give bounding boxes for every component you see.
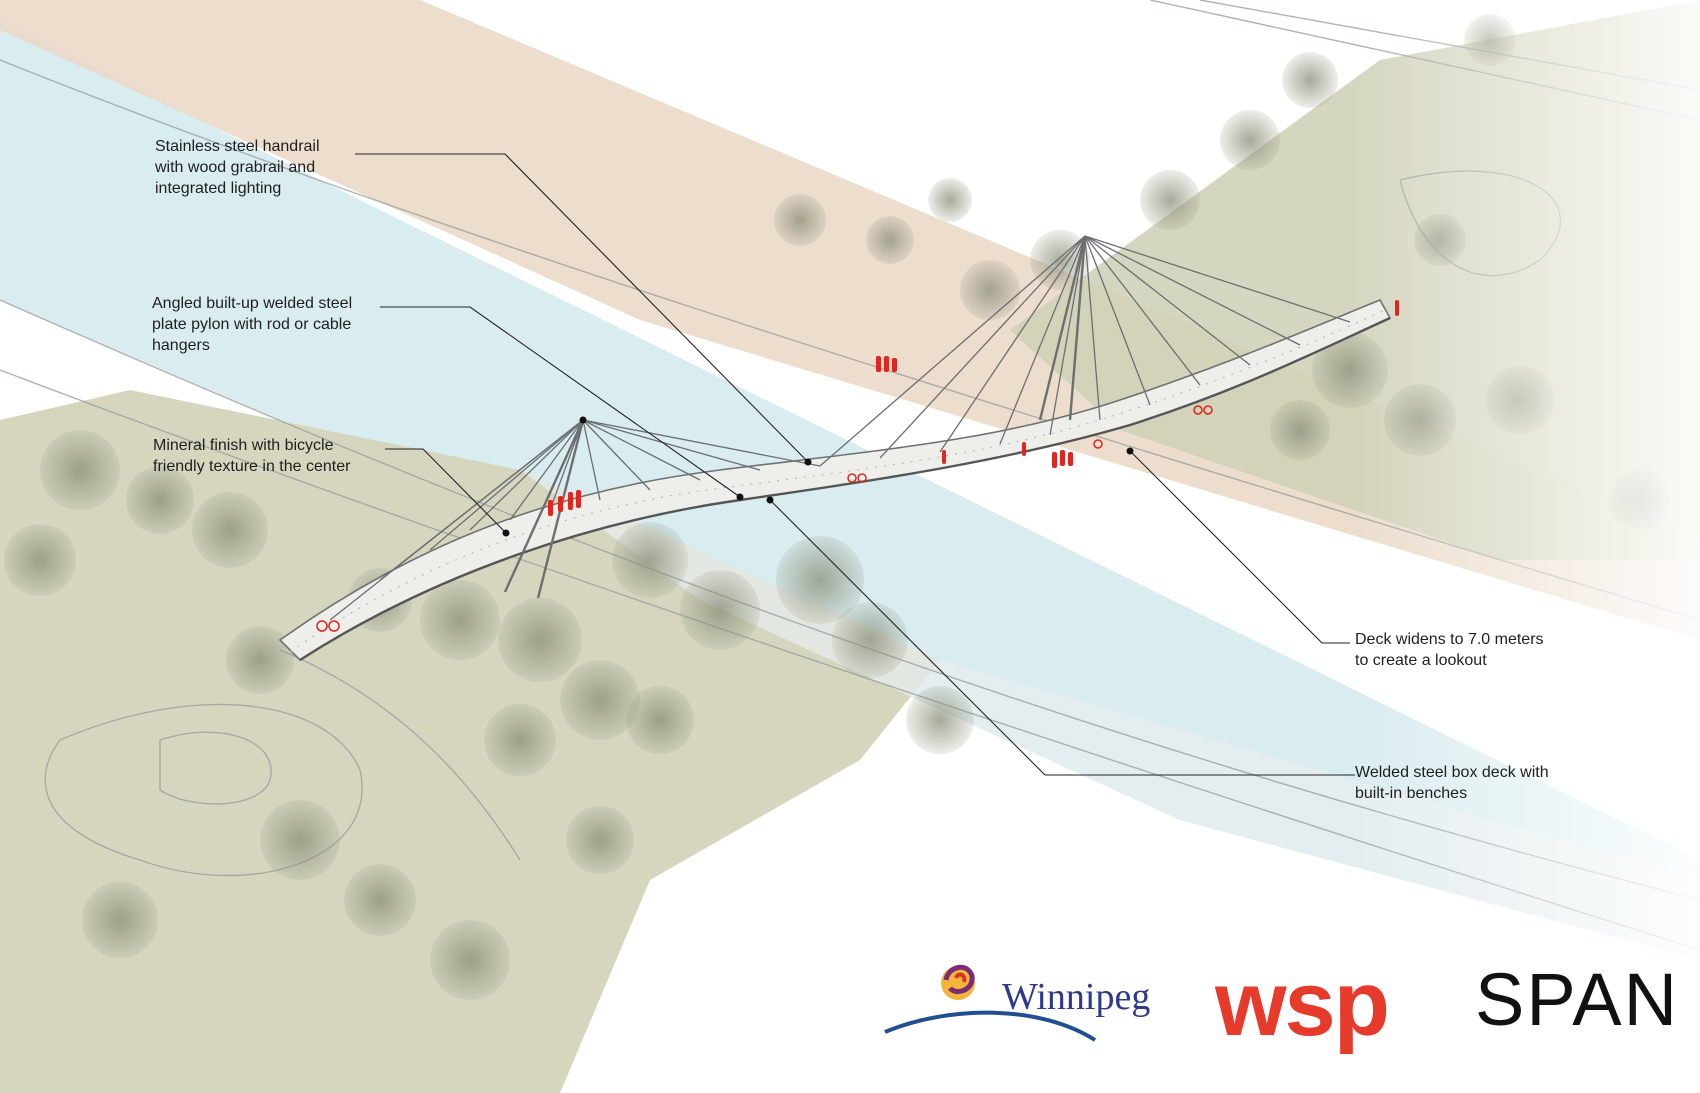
winnipeg-logo: Winnipeg (1002, 976, 1151, 1018)
callout-deck-widens: Deck widens to 7.0 meters to create a lo… (1355, 631, 1544, 669)
callout-handrail: Stainless steel handrail with wood grabr… (155, 138, 320, 197)
callout-box-deck: Welded steel box deck with built-in benc… (1355, 764, 1549, 802)
winnipeg-emblem-icon (884, 964, 1097, 1042)
pylon-west-cables (329, 419, 821, 621)
edge-fade (1350, 0, 1700, 1093)
callout-pylon: Angled built-up welded steel plate pylon… (152, 295, 353, 354)
wsp-logo: wsp (1215, 953, 1390, 1055)
river (0, 20, 1700, 960)
span-logo: SPAN (1475, 958, 1680, 1041)
callout-mineral-finish: Mineral finish with bicycle friendly tex… (153, 437, 351, 475)
deck-edge (299, 316, 1391, 662)
pedestrians (316, 300, 1399, 632)
pylon-east-cables (819, 235, 1351, 467)
leader-lines (355, 153, 1355, 776)
south-trees (4, 430, 974, 1000)
leader-dots (502, 416, 1134, 537)
